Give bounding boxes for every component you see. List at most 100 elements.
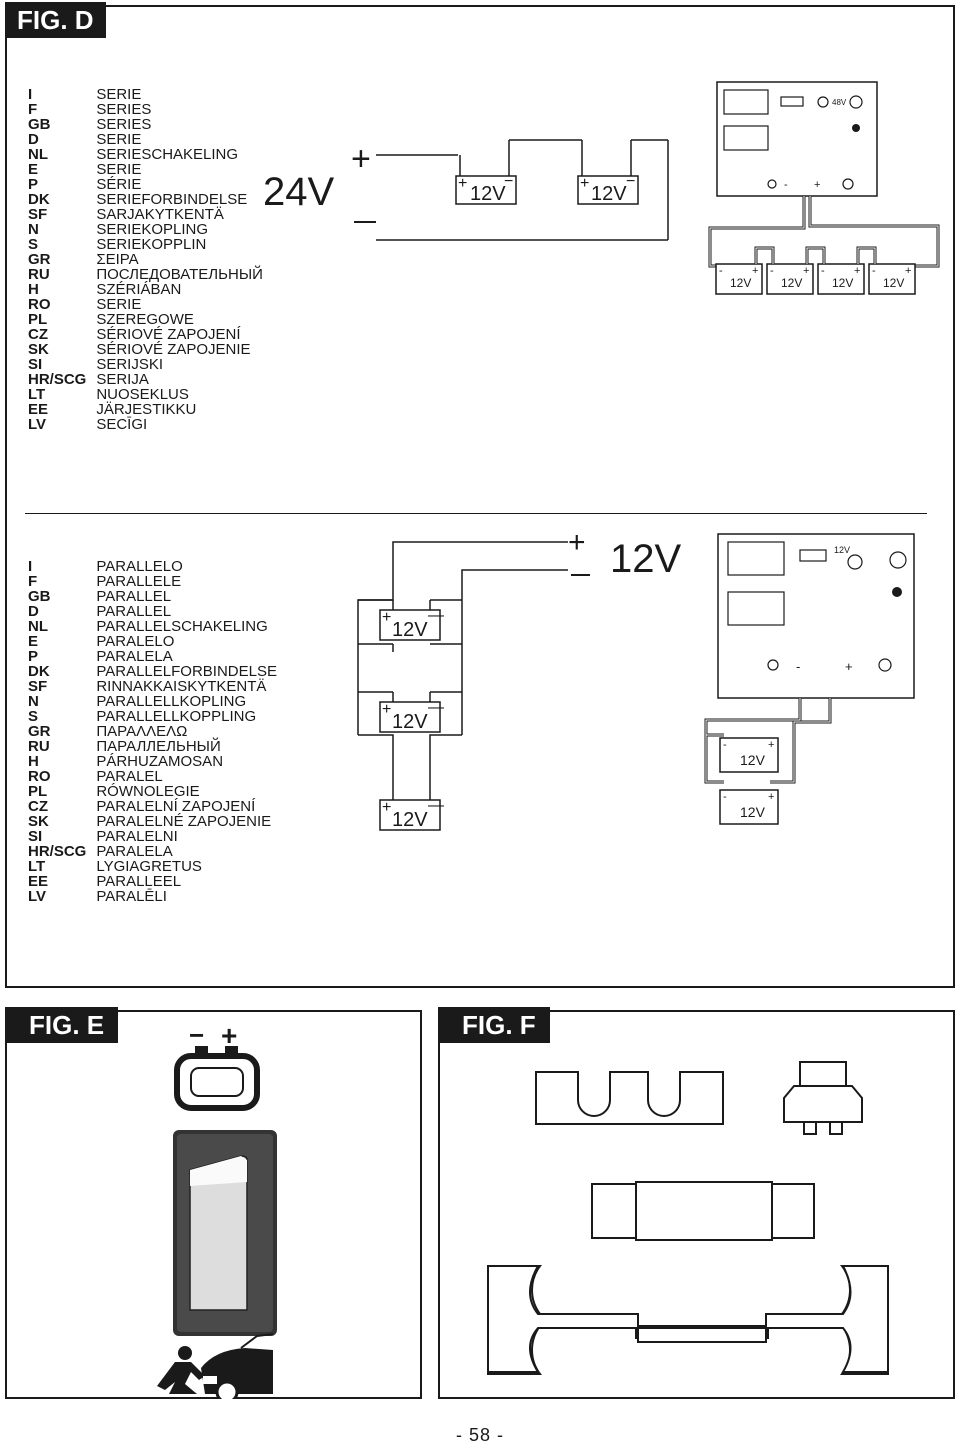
language-row: GR ΠΑΡΑΛΛΕΛΩ: [28, 724, 277, 739]
svg-text:+: +: [382, 609, 391, 626]
language-code: EE: [28, 400, 49, 418]
language-term: PARALELNÍ ZAPOJENÍ: [96, 797, 256, 815]
svg-text:+: +: [752, 265, 758, 277]
svg-text:48V: 48V: [832, 98, 847, 107]
language-code: SK: [28, 812, 49, 830]
series-battery-1: + − 12V: [455, 140, 517, 205]
language-code: E: [28, 160, 39, 178]
series-battery-2: + − 12V: [577, 140, 639, 205]
language-code: LV: [28, 887, 47, 905]
language-code: NL: [28, 145, 48, 163]
svg-text:−: −: [189, 1020, 204, 1050]
fig-f-frame: [438, 1010, 955, 1399]
language-term: SARJAKYTKENTÄ: [96, 205, 224, 223]
svg-text:−: −: [626, 173, 635, 190]
language-code: I: [28, 557, 33, 575]
language-term: SERIE: [96, 160, 142, 178]
svg-text:+: +: [803, 265, 809, 277]
language-row: CZ SÉRIOVÉ ZAPOJENÍ: [28, 327, 263, 342]
language-term: JÄRJESTIKKU: [96, 400, 197, 418]
language-code: SK: [28, 340, 49, 358]
language-code: LT: [28, 385, 46, 403]
language-code: SF: [28, 677, 48, 695]
page-number: - 58 -: [455, 1425, 504, 1445]
language-code: N: [28, 692, 39, 710]
rocker-switch-icon: [173, 1130, 277, 1336]
language-term: ПОСЛЕДОВАТЕЛЬНЫЙ: [96, 265, 263, 283]
cartridge-fuse: [591, 1181, 815, 1241]
language-code: GR: [28, 722, 51, 740]
language-code: P: [28, 175, 39, 193]
language-term: SÉRIE: [96, 175, 142, 193]
language-row: SK PARALELNÉ ZAPOJENIE: [28, 814, 277, 829]
parallel-voltage: 12V: [610, 537, 681, 581]
series-battery-row: -+12V-+12V-+12V-+12V: [715, 246, 916, 295]
language-term: SERIESCHAKELING: [96, 145, 239, 163]
parallel-charger-batteries: -+12V-+12V: [719, 737, 779, 825]
fig-d-label: FIG. D: [5, 2, 106, 38]
fig-e-drawing: − +: [157, 1020, 277, 1399]
language-term: PÁRHUZAMOSAN: [96, 752, 224, 770]
svg-text:-: -: [723, 739, 727, 751]
fig-f-label: FIG. F: [438, 1007, 550, 1043]
svg-text:+: +: [768, 739, 774, 751]
language-code: CZ: [28, 325, 48, 343]
svg-text:+: +: [458, 175, 467, 192]
svg-text:-: -: [872, 265, 876, 277]
language-term: SZEREGOWE: [96, 310, 194, 328]
parallel-charger-battery: -+12V: [719, 789, 779, 825]
series-charger-panel: 48V - +: [716, 81, 878, 197]
parallel-charger-battery: -+12V: [719, 737, 779, 773]
language-term: PARALELNI: [96, 827, 178, 845]
language-code: I: [28, 85, 33, 103]
language-term: PARALELO: [96, 632, 175, 650]
language-code: GB: [28, 587, 51, 605]
language-term: SERIEKOPLING: [96, 220, 209, 238]
language-code: N: [28, 220, 39, 238]
language-row: I PARALLELO: [28, 559, 277, 574]
language-code: SF: [28, 205, 48, 223]
fork-fuse: [535, 1071, 724, 1125]
language-code: RO: [28, 767, 51, 785]
language-term: RINNAKKAISKYTKENTÄ: [96, 677, 267, 695]
parallel-battery: +—12V: [379, 699, 444, 733]
language-row: HR/SCG SERIJA: [28, 372, 263, 387]
language-term: ПАРАЛЛЕЛЬНЫЙ: [96, 737, 221, 755]
language-term: RÓWNOLEGIE: [96, 782, 200, 800]
fig-d-frame: [5, 5, 955, 988]
language-term: SERIJA: [96, 370, 149, 388]
language-term: ΠΑΡΑΛΛΕΛΩ: [96, 722, 188, 740]
parallel-battery: +—12V: [379, 607, 444, 641]
language-code: HR/SCG: [28, 370, 87, 388]
svg-text:12V: 12V: [832, 276, 853, 290]
svg-text:12V: 12V: [740, 804, 766, 820]
svg-text:-: -: [796, 659, 800, 674]
language-term: PARALLELLKOPPLING: [96, 707, 257, 725]
svg-text:-: -: [784, 179, 788, 191]
language-term: PARALELNÉ ZAPOJENIE: [96, 812, 272, 830]
series-small-battery: -+12V: [817, 263, 865, 295]
person-charging-car-icon: [157, 1333, 274, 1399]
language-term: PARALLELO: [96, 557, 183, 575]
language-term: SÉRIOVÉ ZAPOJENIE: [96, 340, 251, 358]
language-code: DK: [28, 190, 50, 208]
language-term: NUOSEKLUS: [96, 385, 189, 403]
svg-text:12V: 12V: [730, 276, 751, 290]
language-term: SÉRIOVÉ ZAPOJENÍ: [96, 325, 241, 343]
svg-text:—: —: [428, 699, 444, 716]
language-code: F: [28, 100, 38, 118]
